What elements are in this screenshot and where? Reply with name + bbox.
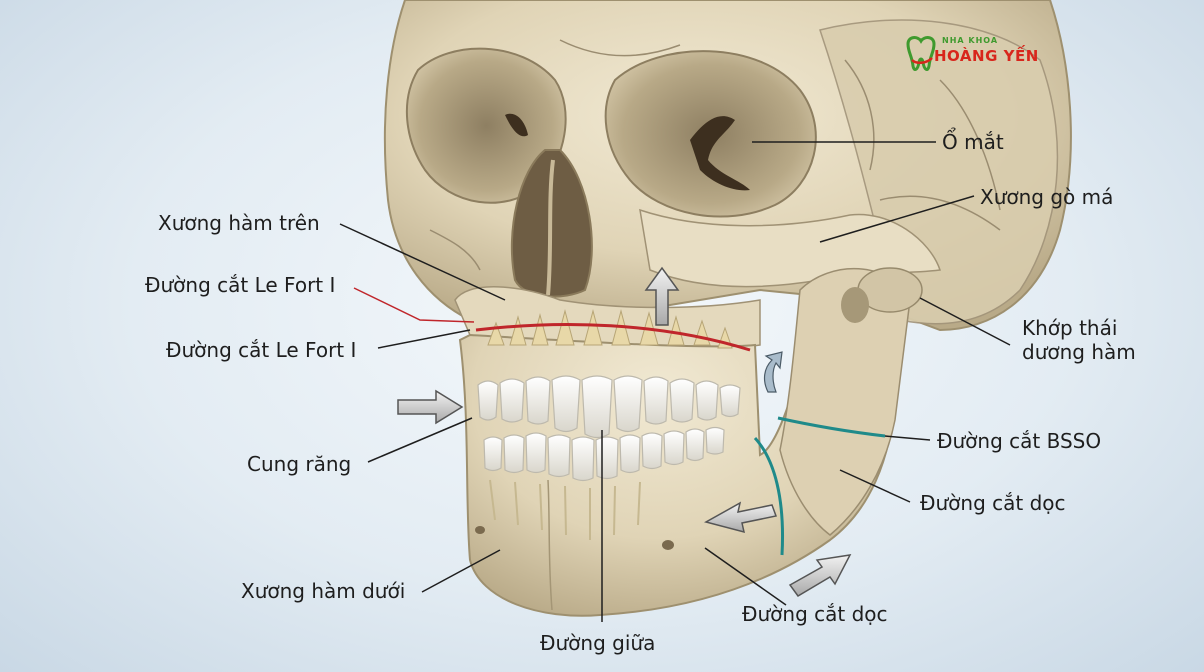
tooth-logo-icon	[906, 36, 936, 71]
lower-teeth	[483, 426, 725, 482]
leader-lines	[339, 141, 1011, 622]
mental-foramen-left	[475, 526, 485, 534]
label-bsso: Đường cắt BSSO	[937, 429, 1102, 453]
forward-arrow-icon	[788, 554, 852, 597]
bsso-cut-line	[777, 416, 886, 438]
orbit-fissure	[690, 116, 750, 191]
label-orbit: Ổ mắt	[942, 130, 1004, 154]
label-zygomatic: Xương gò má	[980, 185, 1114, 209]
up-arrow-icon	[644, 266, 680, 326]
label-le-fort-red: Đường cắt Le Fort I	[145, 273, 336, 297]
lower-root-shading	[489, 479, 641, 540]
le-fort-cut-line	[475, 323, 751, 352]
label-mandible: Xương hàm dưới	[241, 579, 406, 603]
mandible-notch	[841, 287, 869, 323]
curved-arrow-icon	[763, 351, 783, 393]
suture-lines	[429, 39, 1001, 271]
label-vertical-cut-bottom: Đường cắt dọc	[742, 602, 888, 626]
back-arrow-icon	[704, 501, 778, 534]
upper-teeth	[477, 375, 741, 439]
label-vertical-cut-right: Đường cắt dọc	[920, 491, 1066, 515]
mental-foramen-right	[662, 540, 674, 550]
label-dental-arch: Cung răng	[247, 452, 352, 476]
label-tmj-line1: Khớp thái	[1022, 316, 1118, 340]
label-maxilla: Xương hàm trên	[158, 211, 320, 235]
clinic-logo: NHA KHOA HOÀNG YẾN	[904, 34, 1044, 74]
logo-name: HOÀNG YẾN	[934, 47, 1039, 65]
vertical-cut-line	[753, 436, 784, 556]
orbit-fissure-left	[505, 113, 528, 137]
midline-bone	[547, 479, 553, 611]
label-midline: Đường giữa	[540, 631, 656, 655]
logo-subtitle: NHA KHOA	[942, 36, 999, 45]
label-le-fort: Đường cắt Le Fort I	[166, 338, 357, 362]
label-tmj-line2: dương hàm	[1022, 340, 1136, 364]
nasal-septum	[546, 159, 555, 296]
right-arrow-icon	[397, 389, 464, 425]
le-fort-leader-red	[353, 287, 475, 323]
